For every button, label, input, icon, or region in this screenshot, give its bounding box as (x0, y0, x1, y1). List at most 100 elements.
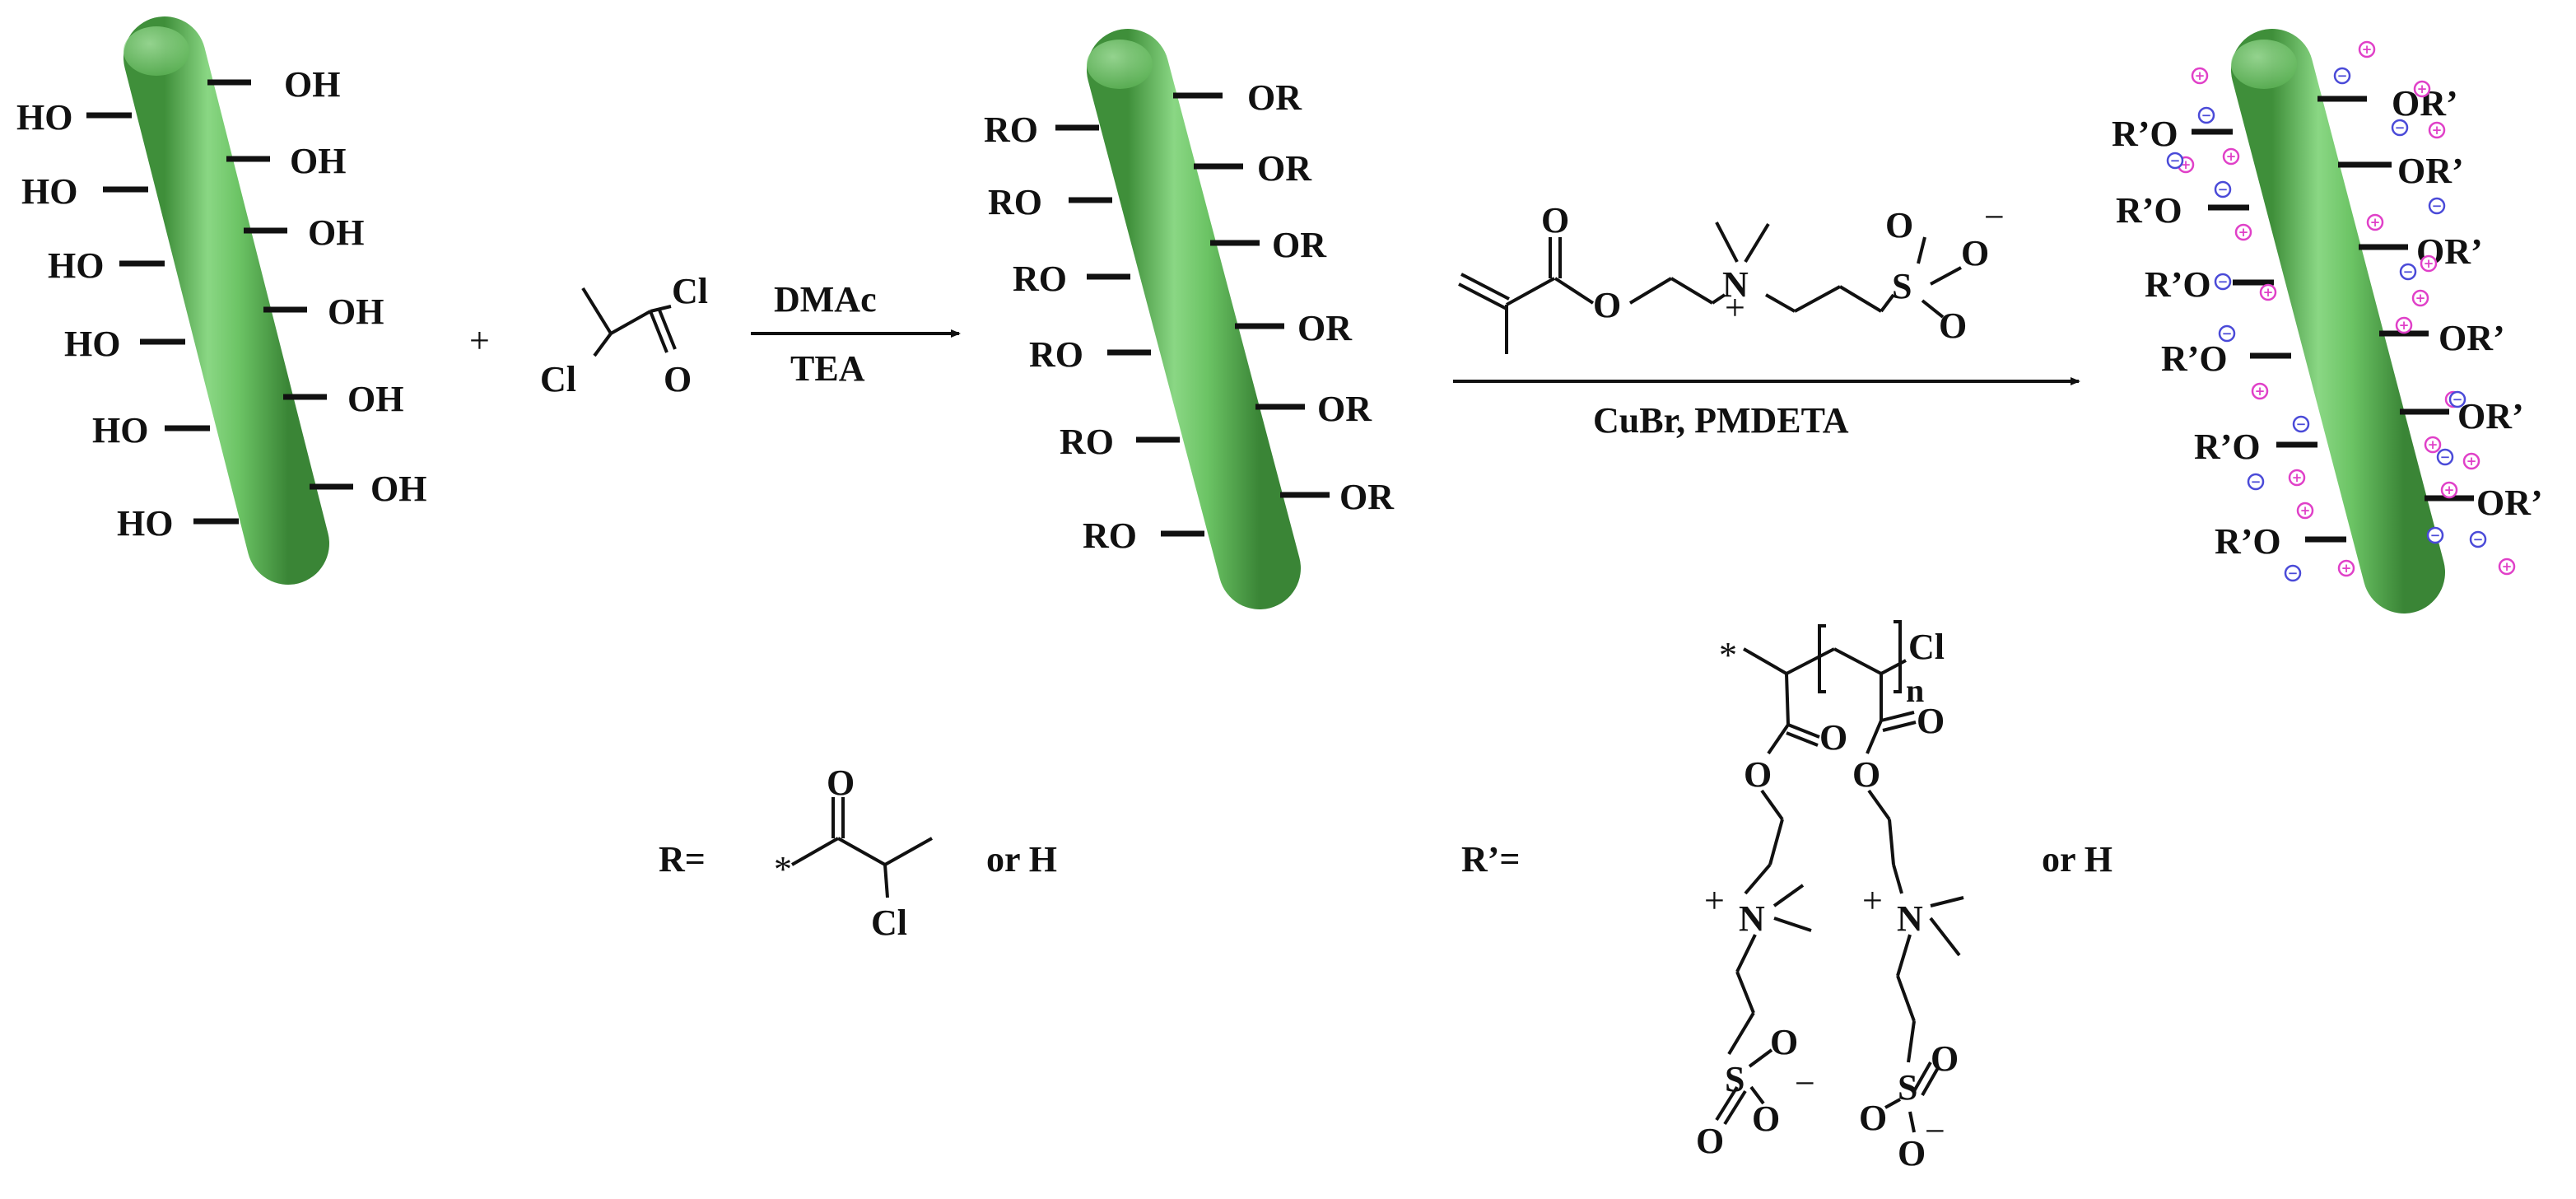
r-prime-s2-o-top: O (1931, 1038, 1959, 1079)
positive-charge-marker-symbol: + (2238, 225, 2249, 240)
r-prime-o-ester-2: O (1852, 754, 1880, 795)
negative-charge-marker (2399, 263, 2417, 281)
r-prime-group-definition: R’= * (1461, 620, 2113, 1173)
cellulose-rod-initiator: OR OR OR OR OR OR RO RO RO RO RO RO (984, 29, 1395, 609)
positive-charge-marker-symbol: + (2292, 470, 2303, 485)
negative-charge-marker-symbol: − (2440, 450, 2451, 464)
negative-charge-marker (2218, 324, 2236, 343)
reagent-cl-top: Cl (672, 271, 708, 311)
negative-charge-marker (2166, 152, 2184, 170)
positive-charge-marker (2296, 502, 2314, 520)
rod3-right-label-2: OR’ (2397, 151, 2464, 191)
rod3-left-label-3: R’O (2145, 264, 2211, 305)
positive-charge-marker (2440, 481, 2458, 499)
positive-charge-marker (2420, 254, 2438, 273)
r-prime-sulfur-1: S (1725, 1059, 1745, 1099)
negative-charge-marker-symbol: − (2432, 198, 2443, 213)
rod2-left-label-3: RO (1013, 259, 1067, 299)
r-prime-label: R’= (1461, 839, 1521, 879)
rod3-right-label-4: OR’ (2439, 318, 2505, 358)
rod1-left-label-5: HO (92, 410, 148, 450)
r-prime-sulfur-2: S (1898, 1067, 1917, 1108)
positive-charge-marker-symbol: + (2226, 149, 2237, 164)
negative-charge-marker-symbol: − (2453, 392, 2463, 407)
chloropropionyl-chloride: Cl O Cl (540, 271, 708, 399)
negative-charge-marker (2428, 197, 2446, 215)
r-prime-o-ester-1: O (1744, 754, 1772, 795)
r-prime-s2-o-bottom: O (1898, 1133, 1926, 1173)
monomer-o-bottom: O (1939, 306, 1967, 346)
r-prime-nitrogen-2: N (1897, 898, 1923, 939)
negative-charge-marker (2333, 67, 2351, 85)
positive-charge-marker (2395, 316, 2413, 334)
negative-charge-marker-symbol: − (2395, 120, 2406, 135)
negative-charge-marker-symbol: − (2170, 153, 2181, 168)
reagent-carbonyl-o: O (664, 359, 692, 399)
negative-charge-marker (2197, 106, 2215, 124)
r-prime-s1-o-top: O (1770, 1022, 1798, 1062)
rod2-body (1087, 29, 1301, 609)
positive-charge-marker (2337, 559, 2355, 577)
positive-charge-marker-symbol: + (2432, 123, 2443, 138)
positive-charge-marker-symbol: + (2399, 318, 2410, 333)
rod1-left-label-1: HO (16, 97, 72, 138)
positive-charge-marker-symbol: + (2195, 68, 2206, 83)
r-label: R= (659, 839, 706, 879)
r-prime-nitrogen-1: N (1739, 898, 1765, 939)
rod2-right-label-5: OR (1317, 389, 1372, 429)
r-prime-minus-1: − (1795, 1063, 1815, 1103)
monomer-n-charge: + (1725, 287, 1745, 328)
r-prime-star: * (1719, 635, 1737, 675)
r-prime-n-subscript: n (1906, 672, 1924, 709)
rod3-right-label-6: OR’ (2476, 483, 2543, 523)
plus-sign: + (469, 320, 490, 361)
positive-charge-marker (2288, 469, 2306, 487)
r-or-h: or H (986, 839, 1057, 879)
rod1-right-label-3: OH (308, 212, 364, 253)
rod3-left-label-6: R’O (2215, 521, 2281, 562)
negative-charge-marker-symbol: − (2296, 417, 2307, 432)
negative-charge-marker (2391, 119, 2409, 137)
rod2-right-label-4: OR (1297, 308, 1353, 348)
negative-charge-marker-symbol: − (2251, 474, 2262, 489)
arrow1-solvent: DMAc (774, 279, 877, 320)
rod3-bonds (2192, 96, 2474, 543)
r-prime-o-carbonyl-2: O (1917, 701, 1945, 741)
arrow1-base: TEA (790, 348, 865, 389)
positive-charge-marker-symbol: + (2370, 215, 2381, 230)
positive-charge-marker (2411, 289, 2429, 307)
cellulose-rod-hydroxyl: OH OH OH OH OH OH HO HO HO HO HO HO (16, 16, 426, 585)
negative-charge-marker (2448, 390, 2467, 408)
rod1-left-label-3: HO (48, 245, 104, 286)
rod3-body (2231, 29, 2445, 613)
r-prime-s2-o-left: O (1859, 1098, 1887, 1138)
r-cl: Cl (871, 903, 907, 943)
negative-charge-marker-symbol: − (2430, 528, 2441, 543)
negative-charge-marker (2469, 530, 2487, 548)
r-prime-minus-2: − (1925, 1111, 1945, 1151)
positive-charge-marker-symbol: + (2444, 483, 2455, 497)
negative-charge-marker-symbol: − (2403, 264, 2414, 279)
positive-charge-marker (2222, 147, 2240, 166)
negative-charge-marker (2292, 415, 2310, 433)
rod3-right-label-5: OR’ (2457, 396, 2524, 436)
positive-charge-marker (2428, 121, 2446, 139)
rod1-left-label-6: HO (117, 503, 173, 544)
arrow2-catalyst: CuBr, PMDETA (1593, 400, 1849, 441)
positive-charge-marker (2498, 558, 2516, 576)
positive-charge-marker-symbol: + (2362, 42, 2373, 57)
r-group-definition: R= * O Cl or H (659, 763, 1057, 943)
positive-charge-marker-symbol: + (2300, 503, 2311, 518)
rod2-left-label-5: RO (1060, 422, 1114, 462)
monomer-carbonyl-o: O (1541, 200, 1569, 240)
rod1-right-label-2: OH (290, 141, 346, 181)
r-prime-o-carbonyl-1: O (1819, 717, 1847, 758)
rod1-bonds (86, 79, 353, 525)
positive-charge-marker (2358, 40, 2376, 58)
positive-charge-marker (2424, 436, 2442, 454)
rod1-left-label-4: HO (64, 324, 120, 364)
rod3-left-label-4: R’O (2161, 338, 2228, 379)
rod3-left-label-5: R’O (2194, 427, 2261, 467)
rod2-right-label-3: OR (1272, 225, 1327, 265)
